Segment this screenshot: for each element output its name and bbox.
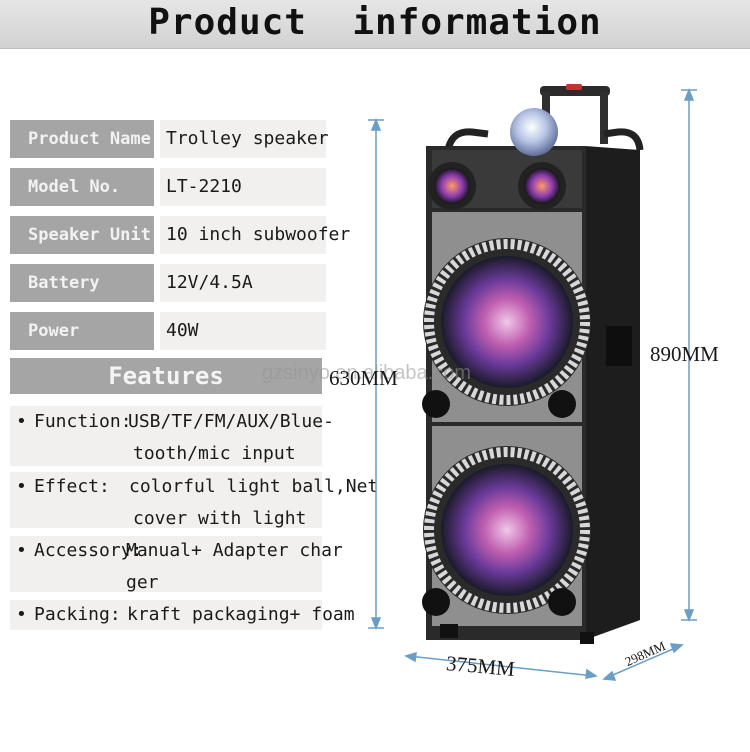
title-bar: Product information xyxy=(0,0,750,49)
feature-bullet: • xyxy=(16,540,27,561)
spec-label: Model No. xyxy=(10,168,154,206)
feature-band-accessory xyxy=(10,536,322,592)
feature-text: USB/TF/FM/AUX/Blue- xyxy=(128,411,334,432)
watermark: gzsinyo.en.alibaba.com xyxy=(262,362,472,384)
tweeter-icon xyxy=(428,162,566,210)
dimension-total-height: 890MM xyxy=(650,342,719,366)
spec-label: Power xyxy=(10,312,154,350)
spec-value: 10 inch subwoofer xyxy=(160,216,350,254)
feature-text: cover with light xyxy=(133,508,307,529)
spec-value: 12V/4.5A xyxy=(160,264,326,302)
dimension-body-height: 630MM xyxy=(329,366,398,390)
spec-label: Speaker Unit xyxy=(10,216,154,254)
spec-value: LT-2210 xyxy=(160,168,326,206)
feature-bullet: • xyxy=(16,411,27,432)
feature-key-packing: Packing: xyxy=(34,604,121,625)
feature-bullet: • xyxy=(16,604,27,625)
bass-port-icon xyxy=(422,390,576,616)
feature-band-packing xyxy=(10,600,322,630)
spec-value: Trolley speaker xyxy=(160,120,329,158)
feature-text: tooth/mic input xyxy=(133,443,296,464)
feature-text: colorful light ball,Net xyxy=(129,476,379,497)
light-ball-icon xyxy=(510,108,558,156)
feature-text: Manual+ Adapter char xyxy=(126,540,343,561)
feature-key-effect: Effect: xyxy=(34,476,110,497)
spec-label: Product Name xyxy=(10,120,154,158)
feature-bullet: • xyxy=(16,476,27,497)
features-heading: Features xyxy=(10,358,322,394)
spec-value: 40W xyxy=(160,312,326,350)
feature-band-effect xyxy=(10,472,322,528)
feature-text: ger xyxy=(126,572,159,593)
dimension-lines xyxy=(368,87,697,681)
feature-text: kraft packaging+ foam xyxy=(127,604,355,625)
woofer-icon xyxy=(423,238,591,614)
feature-band-function xyxy=(10,406,322,466)
feature-key-function: Function: xyxy=(34,411,132,432)
spec-label: Battery xyxy=(10,264,154,302)
page-title: Product information xyxy=(148,2,602,43)
feature-key-accessory: Accessory: xyxy=(34,540,143,561)
right-carry-handle xyxy=(603,128,644,151)
